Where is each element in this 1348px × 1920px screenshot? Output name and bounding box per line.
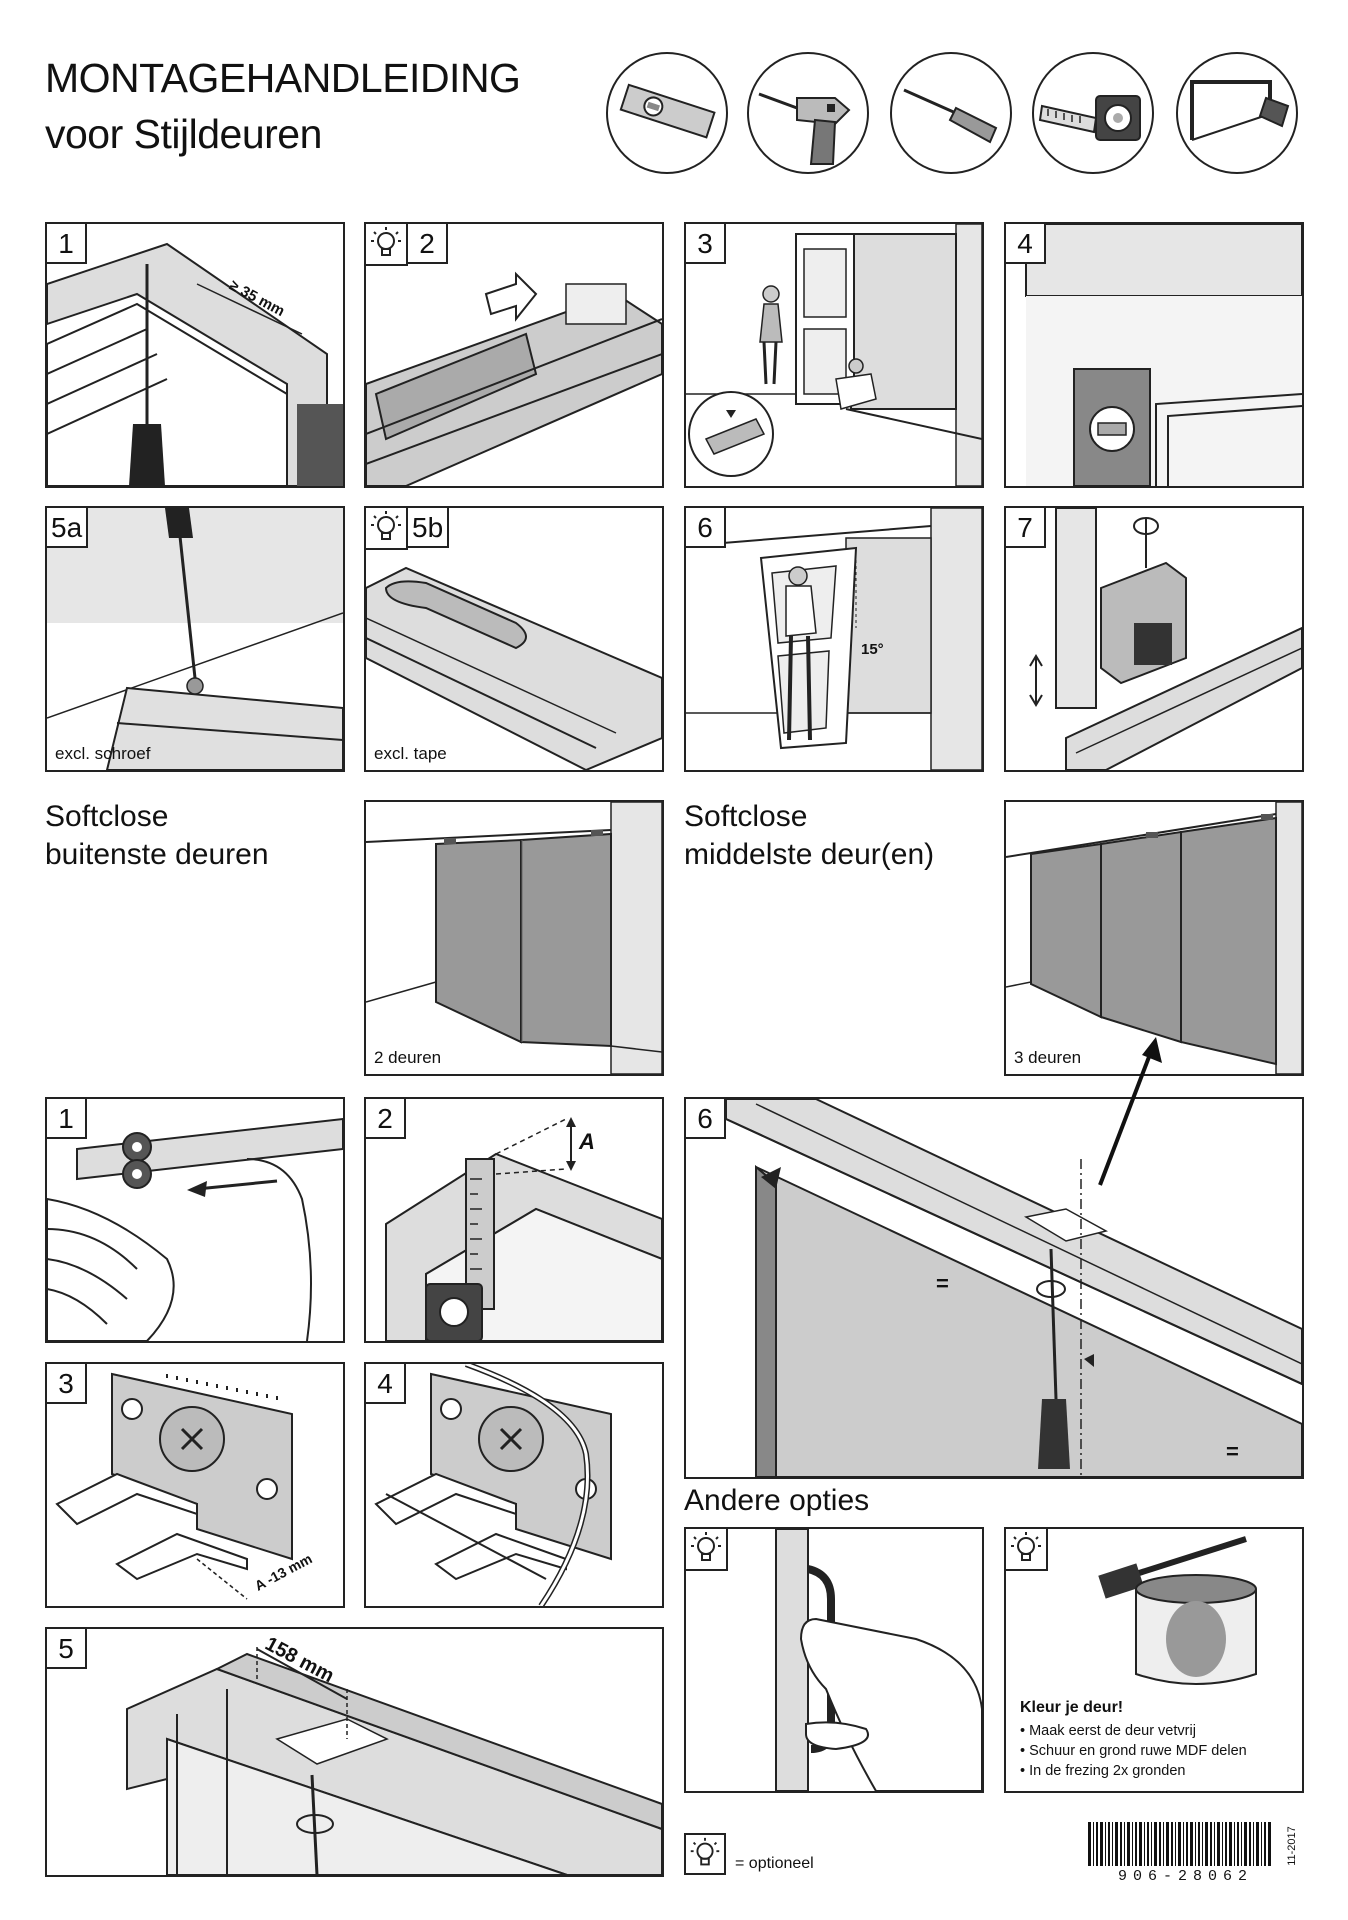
step-number: 4	[1006, 224, 1046, 264]
softclose-step-1: 1	[45, 1097, 345, 1343]
step-number: 2	[366, 1099, 406, 1139]
barcode	[1088, 1822, 1288, 1866]
install-step-3: 3	[684, 222, 984, 488]
step-number: 4	[366, 1364, 406, 1404]
equal-mark-2: =	[1226, 1439, 1239, 1464]
install-step-1: 1 ≥ 35 mm	[45, 222, 345, 488]
tilt-angle-annotation: 15°	[861, 641, 884, 658]
optional-bulb-icon	[366, 508, 408, 550]
step-number: 5a	[47, 508, 89, 548]
paint-bullet: • In de frezing 2x gronden	[1020, 1763, 1186, 1779]
softclose-three-doors: 3 deuren	[1004, 800, 1304, 1076]
option-handle	[684, 1527, 984, 1793]
spirit-level-icon	[606, 52, 728, 174]
softclose-step-6: 6 = =	[684, 1097, 1304, 1479]
step-number: 1	[47, 1099, 87, 1139]
softclose-step-4: 4	[364, 1362, 664, 1608]
softclose-two-doors: 2 deuren	[364, 800, 664, 1076]
barcode-number: 906-28062	[1118, 1868, 1254, 1885]
step-caption: excl. tape	[374, 744, 447, 763]
page-title: MONTAGEHANDLEIDING voor Stijldeuren	[45, 55, 521, 157]
step-number: 7	[1006, 508, 1046, 548]
print-date: 11-2017	[1285, 1826, 1298, 1866]
equal-mark-1: =	[936, 1271, 949, 1296]
step-caption: excl. schroef	[55, 744, 151, 763]
softclose-outer-title: Softclose buitenste deuren	[45, 800, 269, 871]
softclose-step-2: 2 A	[364, 1097, 664, 1343]
option-paint: Kleur je deur! • Maak eerst de deur vetv…	[1004, 1527, 1304, 1793]
optional-bulb-icon	[686, 1529, 728, 1571]
optional-bulb-icon	[366, 224, 408, 266]
step-number: 1	[47, 224, 87, 264]
install-step-5a: 5a excl. schroef	[45, 506, 345, 772]
softclose-step-3: 3 A -13 mm	[45, 1362, 345, 1608]
softclose-middle-title: Softclose middelste deur(en)	[684, 800, 935, 871]
legend-bulb-icon	[684, 1833, 726, 1875]
install-step-4: 4	[1004, 222, 1304, 488]
install-step-2: 2	[364, 222, 664, 488]
paint-bullet: • Maak eerst de deur vetvrij	[1020, 1723, 1196, 1739]
tape-measure-icon	[1032, 52, 1154, 174]
pointer-arrow-icon	[1098, 1037, 1162, 1186]
softclose-step-5: 5 158 mm	[45, 1627, 664, 1877]
drill-icon	[747, 52, 869, 174]
install-step-7: 7	[1004, 506, 1304, 772]
hacksaw-icon	[1176, 52, 1298, 174]
install-step-6: 6 15°	[684, 506, 984, 772]
dimension-a-label: A	[579, 1129, 595, 1154]
optional-bulb-icon	[1006, 1529, 1048, 1571]
step-number: 6	[686, 1099, 726, 1139]
step-number: 3	[47, 1364, 87, 1404]
softclose-two-doors-caption: 2 deuren	[374, 1048, 442, 1067]
step-number: 5	[47, 1629, 87, 1669]
softclose-three-doors-caption: 3 deuren	[1014, 1048, 1082, 1067]
step-number: 5b	[408, 508, 450, 548]
step-number: 6	[686, 508, 726, 548]
legend-text: = optioneel	[735, 1855, 814, 1872]
options-title: Andere opties	[684, 1484, 870, 1517]
step-number: 2	[408, 224, 448, 264]
install-step-5b: 5b excl. tape	[364, 506, 664, 772]
paint-heading: Kleur je deur!	[1020, 1699, 1124, 1716]
screwdriver-icon	[890, 52, 1012, 174]
paint-instructions: • Maak eerst de deur vetvrij • Schuur en…	[1020, 1721, 1247, 1781]
paint-bullet: • Schuur en grond ruwe MDF delen	[1020, 1743, 1247, 1759]
step-number: 3	[686, 224, 726, 264]
